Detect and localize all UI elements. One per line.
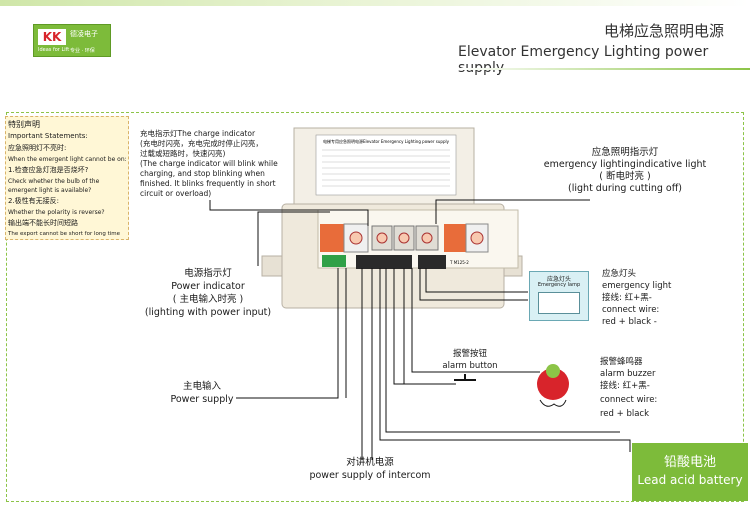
note-line: Important Statements:	[8, 132, 88, 140]
alarm-button-wire	[393, 268, 456, 385]
terminal-screw	[398, 232, 410, 244]
charge-indicator-title: 充电指示灯The charge indicator	[140, 129, 256, 138]
title-underline	[458, 68, 750, 70]
intercom-label-en: power supply of intercom	[309, 470, 431, 481]
emergency-light-leader	[435, 199, 590, 224]
power-indicator-label-en: Power indicator	[171, 281, 245, 292]
intercom-label-cn: 对讲机电源	[346, 457, 394, 468]
note-line: 应急照明灯不亮时:	[8, 144, 67, 152]
terminal-screw	[421, 232, 433, 244]
power-supply-wire	[236, 268, 339, 399]
charge-led	[376, 232, 388, 244]
logo-tagline-cn: 专业 · 环保	[70, 48, 95, 54]
charge-indicator-leader	[209, 200, 369, 226]
battery-label-en: Lead acid battery	[637, 473, 743, 487]
emergency-indicator-led	[470, 231, 484, 245]
note-line: 特别声明	[8, 120, 40, 129]
buzzer-wiring-en: connect wire:	[600, 395, 658, 405]
buzzer-top	[546, 364, 560, 378]
buzzer-wiring-cn: 接线: 红+黑-	[600, 381, 650, 391]
buzzer-label-cn: 报警蜂鸣器	[600, 357, 643, 367]
power-terminal-block	[320, 224, 344, 252]
page-title-cn: 电梯应急照明电源	[604, 22, 725, 40]
power-indicator-leader	[257, 211, 330, 266]
black-terminal-block-1	[356, 255, 412, 269]
note-line: 输出端不能长时间短路	[8, 219, 78, 227]
battery-wire-1	[379, 268, 631, 452]
power-indicator-note-en: (lighting with power input)	[144, 307, 272, 318]
charge-indicator-desc: (The charge indicator will blink while	[140, 159, 278, 168]
alarm-button-label-cn: 报警按钮	[452, 349, 487, 359]
lamp-head-wiring-cn: 接线: 红+黑-	[602, 293, 652, 303]
diagram-frame	[6, 112, 744, 502]
charge-indicator-desc: finished. It blinks frequently in short	[140, 179, 276, 188]
note-line: 2.极性有无接反:	[8, 197, 60, 205]
important-statements-note: 特别声明 Important Statements: 应急照明灯不亮时: Whe…	[5, 116, 129, 240]
logo-mark: KK	[38, 29, 66, 45]
charge-indicator-desc: (充电时闪亮，充电完成时停止闪亮，	[140, 139, 263, 148]
power-indicator-led	[349, 231, 363, 245]
company-logo: KK 德凌电子 Ideas for Lift 专业 · 环保	[33, 24, 111, 57]
lamp-head-wiring-colors: red + black -	[602, 317, 657, 327]
header-accent-bar	[0, 0, 750, 6]
charge-indicator-desc: charging, and stop blinking when	[140, 169, 265, 178]
note-line: Check whether the bulb of the	[8, 178, 100, 185]
buzzer-wire	[411, 268, 540, 373]
alarm-buzzer	[537, 368, 569, 400]
logo-company-name: 德凌电子	[70, 30, 98, 38]
note-line: When the emergent light cannot be on:	[8, 156, 127, 163]
charge-indicator-desc: circuit or overload)	[140, 189, 212, 198]
emergency-light-note-cn: ( 断电时亮 )	[599, 171, 651, 182]
battery-label-cn: 铅酸电池	[663, 455, 716, 470]
emergency-light-label-cn: 应急照明指示灯	[591, 147, 659, 158]
green-power-connector	[322, 255, 346, 267]
emergency-terminal-block	[444, 224, 466, 252]
lamp-head-label-en: emergency light	[602, 281, 672, 291]
lamp-window	[538, 292, 580, 314]
note-line: Whether the polarity is reverse?	[8, 209, 105, 216]
emergency-light-label-en: emergency lightingindicative light	[543, 159, 707, 170]
lamp-head-label-cn: 应急灯头	[602, 269, 637, 279]
buzzer-wiring-colors: red + black	[600, 409, 650, 419]
lamp-wire-2	[425, 268, 528, 293]
lamp-head-wiring-en: connect wire:	[602, 305, 660, 315]
note-line: The export cannot be short for long time	[8, 231, 121, 237]
lamp-label-en: Emergency lamp	[537, 282, 581, 288]
emergency-lamp: 应急灯头 Emergency lamp	[529, 271, 589, 321]
power-indicator-label-cn: 电源指示灯	[184, 268, 232, 279]
lamp-label-cn: 应急灯头	[546, 276, 571, 283]
alarm-button-label-en: alarm button	[442, 361, 498, 371]
power-supply-label-en: Power supply	[170, 394, 234, 405]
logo-tagline: Ideas for Lift	[38, 47, 70, 53]
lead-acid-battery: 铅酸电池 Lead acid battery	[632, 443, 748, 501]
buzzer-label-en: alarm buzzer	[600, 369, 656, 379]
battery-wire-2	[385, 268, 620, 433]
power-supply-label-cn: 主电输入	[182, 381, 221, 392]
power-indicator-note-cn: ( 主电输入时亮 )	[172, 294, 244, 305]
black-terminal-block-2	[418, 255, 446, 269]
device-label-title: 电梯专用应急照明电源Elevator Emergency Lighting po…	[323, 138, 450, 144]
charge-indicator-desc: 过载或短路时，快速闪亮)	[140, 149, 226, 158]
lamp-wire-1	[419, 268, 528, 301]
device-label-sticker	[315, 134, 457, 196]
buzzer-wires	[539, 399, 567, 407]
header: KK 德凌电子 Ideas for Lift 专业 · 环保 电梯应急照明电源 …	[0, 0, 750, 76]
emergency-light-note-en: (light during cutting off)	[568, 183, 682, 194]
note-line: 1.检查应急灯泡是否烧坏?	[8, 166, 89, 174]
note-line: emergent light is available?	[8, 187, 92, 194]
device-model-code: T M125-2	[449, 260, 469, 265]
